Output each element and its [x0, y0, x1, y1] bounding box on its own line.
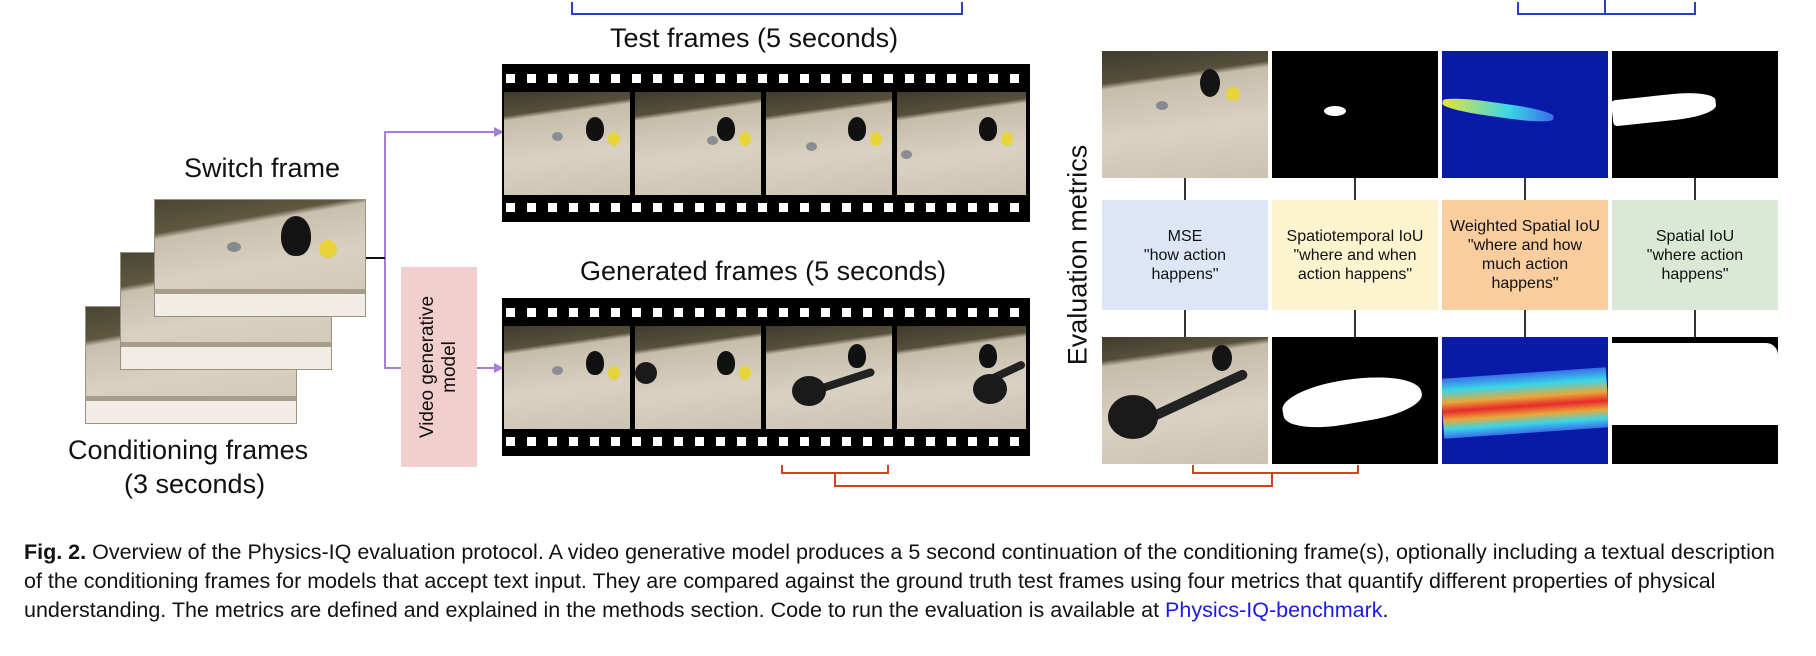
caption-prefix: Fig. 2.	[24, 540, 87, 564]
metric-name-spatiotemporal-iou: Spatiotemporal IoU	[1286, 227, 1424, 245]
metric-desc-spatiotemporal-iou: "where and when action happens"	[1293, 246, 1417, 283]
metric-name-mse: MSE	[1167, 227, 1203, 245]
benchmark-link[interactable]: Physics-IQ-benchmark	[1165, 598, 1383, 622]
metric-name-weighted-spatial-iou: Weighted Spatial IoU	[1450, 218, 1601, 235]
generated-frames-label: Generated frames (5 seconds)	[580, 256, 947, 286]
conditioning-label-line1: Conditioning frames	[68, 435, 309, 465]
model-box: Video generative model	[401, 267, 477, 467]
blue-bracket-eval	[1517, 0, 1696, 15]
metric-name-spatial-iou: Spatial IoU	[1655, 227, 1735, 245]
test-frame-3	[766, 92, 894, 195]
spatiotemporal-iou-generated-panel	[1272, 337, 1438, 464]
arrow-to-model	[384, 258, 402, 369]
figure: Switch frame Conditioning frames (3 seco…	[68, 0, 1778, 499]
switch-frame-label: Switch frame	[184, 153, 341, 183]
spatial-iou-test-panel	[1612, 51, 1778, 178]
generated-frame-4	[897, 326, 1028, 429]
weighted-spatial-iou-test-panel	[1442, 51, 1608, 178]
red-bracket	[781, 465, 1359, 487]
mse-test-panel	[1102, 51, 1268, 178]
blue-bracket-test	[571, 2, 963, 15]
metric-desc-weighted-spatial-iou: "where and how much action happens"	[1467, 237, 1583, 292]
test-frames-label: Test frames (5 seconds)	[610, 23, 899, 53]
generated-frame-2	[635, 326, 763, 429]
metric-desc-spatial-iou: "where action happens"	[1646, 246, 1744, 283]
generated-frame-1	[504, 326, 632, 429]
spatial-iou-generated-panel	[1612, 337, 1778, 464]
generated-frames-filmstrip	[502, 298, 1030, 456]
conditioning-label-line2: (3 seconds)	[124, 469, 266, 499]
generated-frame-3	[766, 326, 894, 429]
metric-box-weighted-spatial-iou: Weighted Spatial IoU "where and how much …	[1442, 200, 1608, 310]
metric-desc-mse: "how action happens"	[1143, 246, 1227, 283]
weighted-spatial-iou-generated-panel	[1442, 337, 1608, 464]
test-frame-2	[635, 92, 763, 195]
switch-frame-image	[154, 199, 366, 317]
mse-generated-panel	[1102, 337, 1268, 464]
caption-text: Overview of the Physics-IQ evaluation pr…	[24, 540, 1775, 622]
test-frame-1	[504, 92, 632, 195]
metric-box-spatiotemporal-iou: Spatiotemporal IoU"where and when action…	[1272, 200, 1438, 310]
test-frame-4	[897, 92, 1028, 195]
spatiotemporal-iou-test-panel	[1272, 51, 1438, 178]
figure-caption: Fig. 2. Overview of the Physics-IQ evalu…	[24, 538, 1794, 625]
evaluation-label: Evaluation metrics	[1062, 144, 1093, 366]
model-label: Video generative model	[417, 295, 460, 439]
arrow-to-test	[368, 131, 502, 259]
metric-box-mse: MSE"how action happens"	[1102, 200, 1268, 310]
caption-suffix: .	[1382, 598, 1389, 622]
metric-box-spatial-iou: Spatial IoU"where action happens"	[1612, 200, 1778, 310]
test-frames-filmstrip	[502, 64, 1030, 222]
